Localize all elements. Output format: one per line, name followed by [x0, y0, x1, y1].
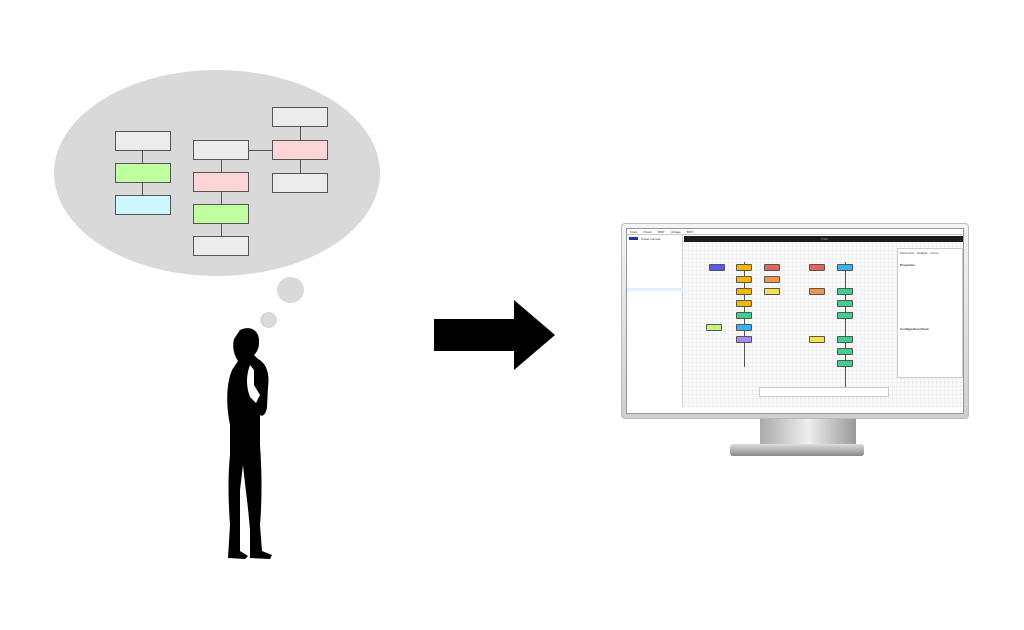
diagram-box — [272, 140, 328, 160]
thought-dot-large — [277, 277, 304, 303]
fsm-tag[interactable] — [809, 336, 825, 343]
fsm-tag[interactable] — [764, 288, 780, 295]
tree-item-selected[interactable] — [627, 288, 683, 291]
app-screen: Clock Power BIST Voltage BIST Power Canv… — [626, 228, 964, 414]
top-nav: Clock Power BIST Voltage BIST — [627, 229, 963, 235]
fsm-node[interactable] — [837, 312, 853, 319]
properties-title: Properties — [900, 263, 915, 267]
monitor-neck — [760, 419, 856, 445]
diagram-box — [115, 195, 171, 215]
diagram-box — [272, 173, 328, 193]
diagram-box — [272, 107, 328, 127]
fsm-tag[interactable] — [809, 264, 825, 271]
nav-tab[interactable]: Clock — [630, 230, 638, 234]
fsm-node[interactable] — [736, 312, 752, 319]
diagram-box — [193, 204, 249, 224]
show-grid-checkbox[interactable]: Show Grid — [900, 251, 915, 255]
fsm-node[interactable] — [736, 324, 752, 331]
fsm-node[interactable] — [837, 300, 853, 307]
curve-radio[interactable]: Curve — [930, 251, 939, 255]
arrow-right-icon — [434, 300, 555, 370]
thinking-person-silhouette — [227, 328, 272, 559]
logo — [629, 237, 638, 240]
fsm-node[interactable] — [736, 276, 752, 283]
fsm-node[interactable] — [736, 264, 752, 271]
fsm-node[interactable] — [736, 336, 752, 343]
nav-tab[interactable]: BIST — [658, 230, 665, 234]
fsm-tag[interactable] — [809, 288, 825, 295]
straight-radio[interactable]: Straight — [917, 251, 928, 255]
fsm-tag[interactable] — [764, 276, 780, 283]
app-title: Power Canvas — [641, 237, 661, 241]
fsm-node[interactable] — [837, 288, 853, 295]
diagram-box — [115, 131, 171, 151]
diagram-box — [193, 236, 249, 256]
nav-tab[interactable]: Voltage — [670, 230, 681, 234]
fsm-node[interactable] — [837, 264, 853, 271]
fsm-tag[interactable] — [709, 264, 725, 271]
fsm-node[interactable] — [736, 300, 752, 307]
fsm-tag[interactable] — [706, 324, 722, 331]
fsm-node[interactable] — [837, 348, 853, 355]
canvas-title: FSM — [821, 237, 828, 241]
nav-tab[interactable]: BIST — [686, 230, 694, 234]
properties-panel: Show Grid Straight Curve Properties Conf… — [897, 248, 963, 378]
fsm-node[interactable] — [736, 288, 752, 295]
fsm-tag[interactable] — [764, 264, 780, 271]
nav-tab[interactable]: Power — [643, 230, 653, 234]
node-palette — [759, 387, 889, 397]
config-title: Configuration Panel — [900, 327, 929, 331]
diagram-box — [193, 172, 249, 192]
thought-dot-small — [260, 312, 277, 328]
fsm-node[interactable] — [837, 360, 853, 367]
canvas-header: FSM — [684, 236, 963, 242]
monitor-base — [730, 444, 864, 456]
fsm-node[interactable] — [837, 336, 853, 343]
diagram-box — [115, 163, 171, 183]
diagram-box — [193, 140, 249, 160]
sidebar: Power Canvas — [627, 235, 683, 407]
